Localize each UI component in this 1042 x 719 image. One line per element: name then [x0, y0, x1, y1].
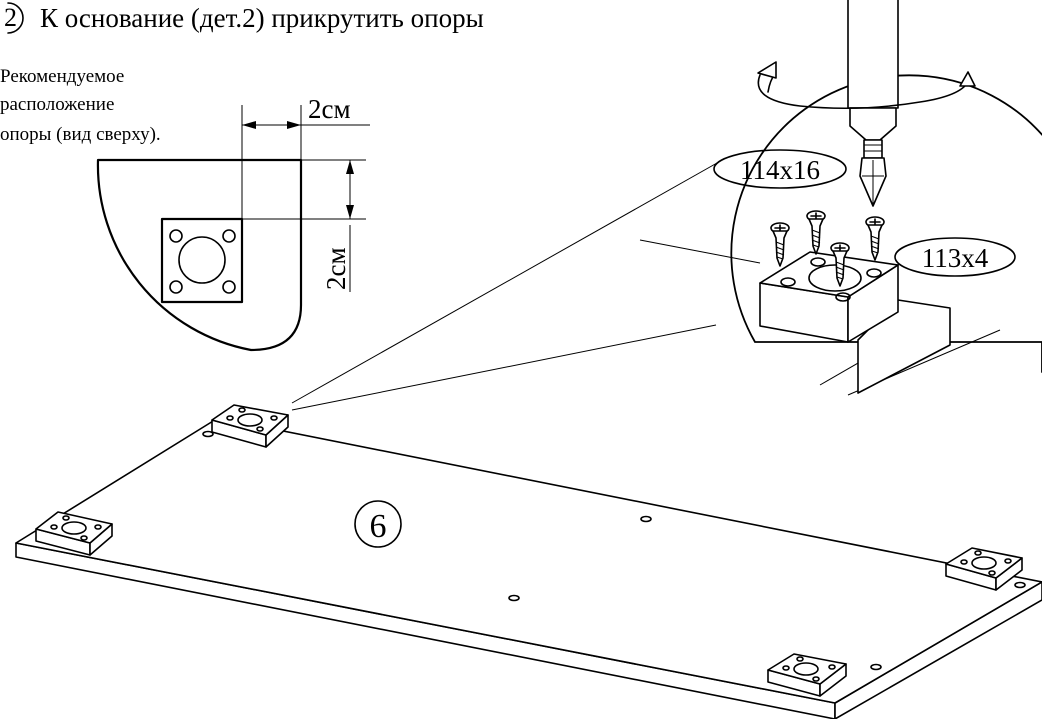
support-pad-back-left	[211, 404, 289, 448]
support-pad-back-right	[945, 547, 1023, 591]
detail-magnifier: 114x16 113x4	[639, 0, 1042, 396]
screw-callout-a: 114x16	[713, 149, 847, 189]
inset-note-line-2: расположение	[0, 94, 114, 115]
support-pad-front-right	[767, 653, 847, 697]
step-title: К основание (дет.2) прикрутить опоры	[40, 3, 484, 33]
part-number-label: 6	[370, 508, 387, 545]
inset-note-line-1: Рекомендуемое	[0, 66, 124, 87]
dimension-horizontal: 2см	[241, 94, 370, 219]
screw-callout-a-label: 114x16	[740, 155, 820, 185]
step-header: 2 К основание (дет.2) прикрутить опоры	[4, 2, 484, 34]
rotation-arrow-icon	[757, 61, 976, 110]
board-top-face	[15, 417, 1042, 704]
base-board: 6	[15, 417, 1042, 719]
inset-note-line-3: опоры (вид сверху).	[0, 124, 161, 145]
dimension-vertical-label: 2см	[321, 247, 351, 290]
screw-callout-b-label: 113x4	[922, 243, 989, 273]
board-corner-outline	[96, 158, 303, 352]
support-pad-top-view	[160, 217, 244, 304]
step-number: 2	[4, 3, 17, 32]
part-number-callout: 6	[354, 500, 402, 548]
screw	[830, 242, 850, 287]
top-view-inset: Рекомендуемое расположение опоры (вид св…	[0, 66, 370, 352]
board-hole	[508, 594, 520, 602]
screwdriver	[847, 0, 899, 207]
screw	[806, 210, 826, 255]
board-hole	[202, 430, 214, 438]
dimension-vertical: 2см	[242, 159, 366, 292]
board-hole	[640, 515, 652, 523]
screw-callout-b: 113x4	[894, 237, 1016, 277]
support-pad-front-left	[35, 511, 113, 556]
detail-support-pad	[759, 251, 899, 343]
step-number-circle	[7, 2, 24, 34]
dimension-horizontal-label: 2см	[308, 94, 351, 124]
board-hole	[870, 663, 882, 671]
zoom-leader-lines	[291, 162, 718, 411]
screw	[865, 216, 885, 261]
board-hole	[1014, 581, 1026, 589]
screw	[770, 222, 790, 267]
